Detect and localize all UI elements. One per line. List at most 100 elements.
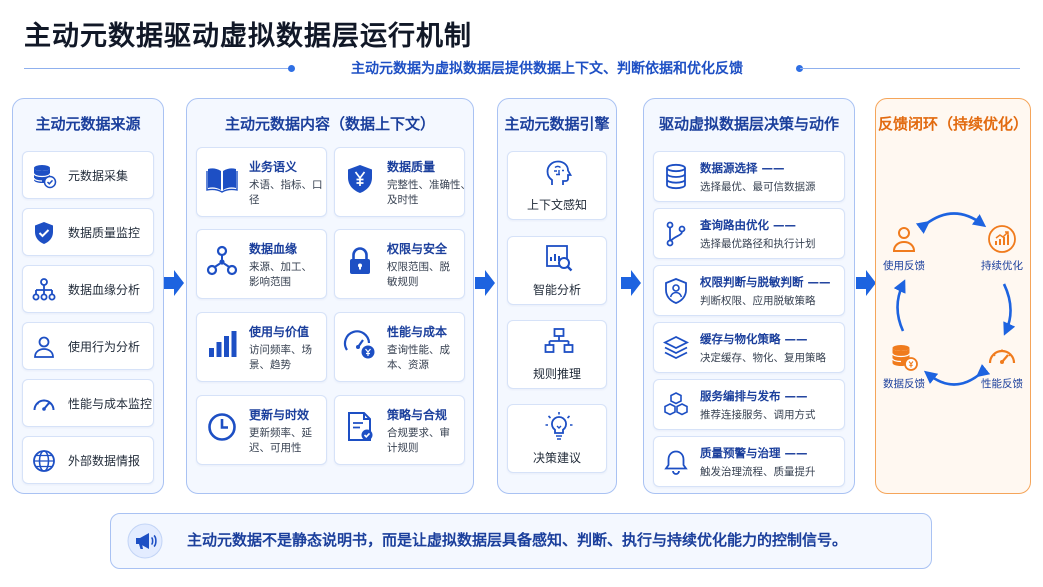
subtitle-dot-right bbox=[796, 65, 803, 72]
shield-user-icon bbox=[665, 278, 687, 304]
feedback-node: 持续优化 bbox=[972, 224, 1032, 273]
decision-card: 缓存与物化策略 —— 决定缓存、物化、复用策略 bbox=[653, 322, 845, 373]
content-card: 权限与安全 权限范围、脱敏规则 bbox=[334, 229, 465, 299]
loop-arrow-left bbox=[893, 279, 906, 332]
decision-desc: 触发治理流程、质量提升 bbox=[700, 466, 816, 478]
globe-icon bbox=[33, 450, 55, 472]
user-feedback-icon bbox=[892, 227, 916, 252]
bar-chart-icon bbox=[209, 331, 237, 357]
sources-title: 主动元数据来源 bbox=[35, 115, 141, 133]
content-title-text: 策略与合规 bbox=[387, 408, 448, 422]
content-card: 更新与时效 更新频率、延迟、可用性 bbox=[196, 395, 327, 465]
decision-card: 服务编排与发布 —— 推荐连接服务、调用方式 bbox=[653, 379, 845, 430]
decision-card: 权限判断与脱敏判断 —— 判断权限、应用脱敏策略 bbox=[653, 265, 845, 316]
content-desc: 来源、加工、影响范围 bbox=[249, 261, 312, 288]
content-card: 数据血缘 来源、加工、影响范围 bbox=[196, 229, 327, 299]
feedback-panel: 反馈闭环（持续优化） 使用反馈 持续优化 bbox=[875, 98, 1031, 494]
engine-label: 决策建议 bbox=[532, 451, 581, 465]
source-label: 数据血缘分析 bbox=[68, 283, 141, 297]
gauge-icon bbox=[33, 399, 55, 411]
lightbulb-icon bbox=[545, 412, 573, 440]
content-desc: 完整性、准确性、及时性 bbox=[387, 179, 471, 206]
feedback-node: 数据反馈 bbox=[874, 342, 934, 391]
lineage-icon bbox=[206, 245, 238, 276]
shield-check-icon bbox=[35, 222, 53, 244]
page-title: 主动元数据驱动虚拟数据层运行机制 bbox=[24, 21, 472, 52]
subtitle-line-left bbox=[24, 68, 292, 69]
flow-arrow-icon bbox=[856, 270, 876, 296]
feedback-node: 性能反馈 bbox=[972, 342, 1032, 391]
content-title: 主动元数据内容（数据上下文） bbox=[224, 115, 435, 133]
source-card: 性能与成本监控 bbox=[22, 379, 154, 427]
content-title-text: 更新与时效 bbox=[249, 408, 310, 422]
decision-title-text: 权限判断与脱敏判断 —— bbox=[700, 275, 831, 289]
subtitle: 主动元数据为虚拟数据层提供数据上下文、判断依据和优化反馈 bbox=[351, 61, 743, 77]
lock-icon bbox=[350, 247, 370, 274]
head-brain-icon bbox=[546, 160, 573, 185]
database-icon bbox=[666, 163, 686, 190]
database-check-icon bbox=[33, 165, 57, 189]
gauge-coin-icon bbox=[343, 330, 375, 359]
decision-desc: 选择最优、最可信数据源 bbox=[700, 181, 816, 193]
decision-desc: 决定缓存、物化、复用策略 bbox=[700, 352, 826, 364]
footer-text: 主动元数据不是静态说明书，而是让虚拟数据层具备感知、判断、执行与持续优化能力的控… bbox=[187, 531, 848, 549]
decision-title-text: 查询路由优化 —— bbox=[700, 218, 797, 232]
feedback-label: 数据反馈 bbox=[883, 378, 925, 390]
content-title-text: 业务语义 bbox=[249, 160, 298, 174]
content-title-text: 数据血缘 bbox=[249, 242, 298, 256]
hierarchy-icon bbox=[32, 278, 56, 301]
loop-arrow-top bbox=[915, 212, 987, 234]
content-card: 性能与成本 查询性能、成本、资源 bbox=[334, 312, 465, 382]
content-desc: 合规要求、审计规则 bbox=[387, 427, 450, 454]
content-title-text: 使用与价值 bbox=[249, 325, 310, 339]
engine-card: 上下文感知 bbox=[507, 151, 607, 220]
decision-title-text: 数据源选择 —— bbox=[700, 161, 785, 175]
sources-panel: 主动元数据来源 元数据采集 数据质量监控 数据血缘分析 bbox=[12, 98, 164, 494]
route-icon bbox=[666, 221, 686, 247]
flow-arrow-icon bbox=[164, 270, 184, 296]
database-coin-icon bbox=[891, 345, 918, 371]
content-title-text: 数据质量 bbox=[387, 160, 436, 174]
flow-arrow-icon bbox=[621, 270, 641, 296]
source-card: 元数据采集 bbox=[22, 151, 154, 199]
source-label: 使用行为分析 bbox=[68, 340, 141, 354]
engine-label: 智能分析 bbox=[532, 283, 581, 297]
decision-title-text: 缓存与物化策略 —— bbox=[700, 332, 808, 346]
speedometer-icon bbox=[988, 349, 1016, 364]
feedback-label: 持续优化 bbox=[981, 260, 1023, 272]
flowchart-icon bbox=[544, 328, 574, 353]
content-desc: 术语、指标、口径 bbox=[249, 179, 323, 206]
content-desc: 访问频率、场景、趋势 bbox=[249, 344, 312, 371]
decision-card: 数据源选择 —— 选择最优、最可信数据源 bbox=[653, 151, 845, 202]
source-card: 数据质量监控 bbox=[22, 208, 154, 256]
flow-arrow-icon bbox=[475, 270, 495, 296]
feedback-title: 反馈闭环（持续优化） bbox=[877, 115, 1028, 133]
loop-arrow-bottom bbox=[923, 364, 991, 386]
engine-label: 规则推理 bbox=[532, 367, 581, 381]
decision-card: 查询路由优化 —— 选择最优路径和执行计划 bbox=[653, 208, 845, 259]
source-label: 性能与成本监控 bbox=[68, 397, 153, 411]
clock-icon bbox=[208, 413, 236, 441]
engine-card: 决策建议 bbox=[507, 404, 607, 473]
bell-icon bbox=[664, 450, 688, 475]
feedback-loop-arrows bbox=[893, 212, 1016, 386]
source-label: 元数据采集 bbox=[68, 169, 129, 183]
decision-title-text: 服务编排与发布 —— bbox=[700, 389, 808, 403]
feedback-label: 性能反馈 bbox=[981, 378, 1023, 390]
chart-search-icon bbox=[546, 245, 573, 272]
content-card: 数据质量 完整性、准确性、及时性 bbox=[334, 147, 471, 217]
decision-desc: 选择最优路径和执行计划 bbox=[700, 238, 816, 250]
source-card: 外部数据情报 bbox=[22, 436, 154, 484]
content-desc: 更新频率、延迟、可用性 bbox=[249, 427, 312, 454]
loop-arrow-right bbox=[1002, 283, 1016, 336]
engine-title: 主动元数据引擎 bbox=[504, 115, 610, 133]
feedback-label: 使用反馈 bbox=[883, 260, 925, 272]
content-desc: 权限范围、脱敏规则 bbox=[387, 261, 450, 288]
content-panel: 主动元数据内容（数据上下文） 业务语义 术语、指标、口径 数据质量 完整性、准确… bbox=[186, 98, 474, 494]
document-check-icon bbox=[348, 412, 373, 441]
source-label: 外部数据情报 bbox=[68, 454, 141, 468]
decision-desc: 判断权限、应用脱敏策略 bbox=[700, 295, 816, 307]
engine-card: 规则推理 bbox=[507, 320, 607, 389]
decisions-panel: 驱动虚拟数据层决策与动作 数据源选择 —— 选择最优、最可信数据源 查询路由优化… bbox=[643, 98, 855, 494]
megaphone-icon bbox=[127, 523, 163, 559]
